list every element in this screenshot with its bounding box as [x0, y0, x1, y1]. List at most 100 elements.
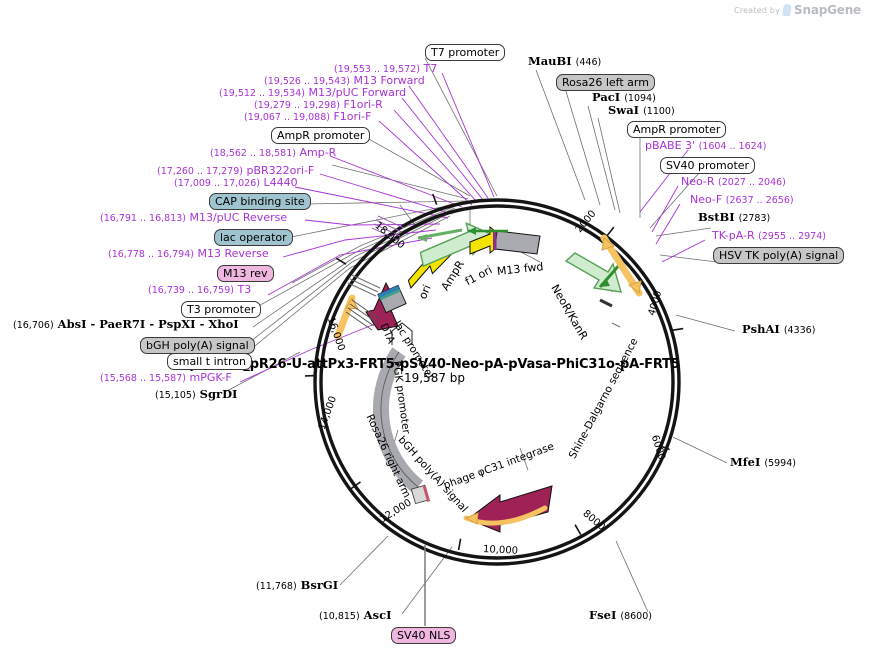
- primer-label-m13-puc-reverse[interactable]: (16,791 .. 16,813) M13/pUC Reverse: [100, 212, 287, 224]
- feature-chip-bgh-polya-signal[interactable]: bGH poly(A) signal: [140, 337, 255, 354]
- primer-range: (17,260 .. 17,279): [157, 166, 243, 177]
- feature-chip-hsv-tk-polya[interactable]: HSV TK poly(A) signal: [713, 247, 845, 264]
- primer-label-l4440[interactable]: (17,009 .. 17,026) L4440: [174, 177, 298, 189]
- tick-10000: 10,000: [482, 544, 519, 557]
- primer-name: TK-pA-R: [712, 229, 755, 242]
- feature-chip-cap-binding-site[interactable]: CAP binding site: [209, 193, 311, 210]
- primer-range: (18,562 .. 18,581): [210, 148, 296, 159]
- primer-name: pBR322ori-F: [246, 164, 315, 177]
- primer-range: (19,526 .. 19,543): [264, 76, 350, 87]
- enzyme-label-absi-paer7i-pspxi-xhoi[interactable]: (16,706) AbsI - PaeR7I - PspXI - XhoI: [13, 317, 239, 331]
- enzyme-name: MauBI: [528, 54, 572, 68]
- primer-range: (2637 .. 2656): [725, 195, 794, 206]
- feature-chip-t3-promoter[interactable]: T3 promoter: [181, 301, 262, 318]
- map-title: pBT313_pR26-U-attPx3-FRT5-pSV40-Neo-pA-p…: [189, 357, 680, 372]
- primer-range: (16,739 .. 16,759): [148, 285, 234, 296]
- primer-label-neo-r[interactable]: Neo-R (2027 .. 2046): [681, 176, 786, 188]
- primer-name: F1ori-F: [333, 110, 372, 123]
- primer-label-tk-pa-r[interactable]: TK-pA-R (2955 .. 2974): [712, 230, 826, 242]
- enzyme-label-fsei[interactable]: FseI (8600): [589, 608, 652, 622]
- map-size-bp: 19,587 bp: [403, 371, 466, 385]
- coordinate-ticks: [304, 193, 684, 551]
- primer-label-m13-forward[interactable]: (19,526 .. 19,543) M13 Forward: [264, 75, 425, 87]
- feature-chip-m13-rev[interactable]: M13 rev: [217, 265, 274, 282]
- primer-name: Neo-F: [690, 193, 723, 206]
- enzyme-label-asci[interactable]: (10,815) AscI: [319, 608, 392, 622]
- primer-range: (15,568 .. 15,587): [100, 373, 186, 384]
- enzyme-label-swai[interactable]: SwaI (1100): [608, 103, 675, 117]
- primer-name: M13/pUC Reverse: [189, 211, 288, 224]
- enzyme-label-bsrgi[interactable]: (11,768) BsrGI: [256, 578, 339, 592]
- primer-range: (16,791 .. 16,813): [100, 213, 186, 224]
- leader-lines-gray: [224, 57, 736, 626]
- primer-label-neo-f[interactable]: Neo-F (2637 .. 2656): [690, 194, 794, 206]
- feature-chip-ampr-promoter-left[interactable]: AmpR promoter: [271, 127, 371, 144]
- enzyme-name: MfeI: [730, 455, 761, 469]
- primer-range: (1604 .. 1624): [698, 141, 767, 152]
- enzyme-label-maubi[interactable]: MauBI (446): [528, 54, 602, 68]
- primer-range: (19,512 .. 19,534): [219, 88, 305, 99]
- primer-range: (19,279 .. 19,298): [254, 100, 340, 111]
- primer-label-f1ori-f[interactable]: (19,067 .. 19,088) F1ori-F: [244, 111, 371, 123]
- primer-name: Amp-R: [299, 146, 337, 159]
- primer-range: (19,553 .. 19,572): [334, 64, 420, 75]
- enzyme-position: (10,815): [319, 611, 360, 622]
- enzyme-name: AbsI - PaeR7I - PspXI - XhoI: [57, 317, 239, 331]
- primer-label-m13-puc-forward[interactable]: (19,512 .. 19,534) M13/pUC Forward: [219, 87, 406, 99]
- primer-name: T7: [423, 62, 438, 75]
- enzyme-position: (4336): [783, 325, 816, 336]
- primer-label-mpgk-f[interactable]: (15,568 .. 15,587) mPGK-F: [100, 372, 232, 384]
- watermark-created-by: Created by: [734, 5, 781, 15]
- enzyme-position: (15,105): [155, 390, 196, 401]
- enzyme-name: BsrGI: [300, 578, 339, 592]
- enzyme-name: SwaI: [608, 103, 640, 117]
- enzyme-label-sgrdi[interactable]: (15,105) SgrDI: [155, 387, 238, 401]
- enzyme-name: AscI: [363, 608, 392, 622]
- enzyme-label-mfei[interactable]: MfeI (5994): [730, 455, 796, 469]
- primer-name: M13/pUC Forward: [308, 86, 407, 99]
- feature-chip-t7-promoter[interactable]: T7 promoter: [425, 44, 506, 61]
- enzyme-label-paci[interactable]: PacI (1094): [592, 90, 656, 104]
- primer-label-pbabe-3prime[interactable]: pBABE 3' (1604 .. 1624): [645, 140, 766, 152]
- enzyme-label-bstbi[interactable]: BstBI (2783): [698, 210, 771, 224]
- enzyme-position: (446): [575, 57, 602, 68]
- feature-chip-ampr-promoter-right[interactable]: AmpR promoter: [627, 121, 727, 138]
- feature-chip-rosa26-left-arm[interactable]: Rosa26 left arm: [556, 74, 655, 91]
- feature-chip-sv40-nls[interactable]: SV40 NLS: [391, 627, 457, 644]
- primer-range: (19,067 .. 19,088): [244, 112, 330, 123]
- enzyme-position: (2783): [738, 213, 771, 224]
- feature-chip-lac-operator[interactable]: lac operator: [214, 229, 293, 246]
- watermark-brand: SnapGene: [794, 3, 861, 17]
- primer-range: (2027 .. 2046): [718, 177, 786, 188]
- primer-label-amp-r[interactable]: (18,562 .. 18,581) Amp-R: [210, 147, 336, 159]
- primer-name: Neo-R: [681, 175, 715, 188]
- feature-chip-small-t-intron[interactable]: small t intron: [167, 353, 252, 370]
- leader-lines-primer: [239, 72, 706, 383]
- primer-name: M13 Reverse: [197, 247, 269, 260]
- enzyme-name: SgrDI: [199, 387, 238, 401]
- enzyme-name: BstBI: [698, 210, 735, 224]
- primer-label-t7[interactable]: (19,553 .. 19,572) T7: [334, 63, 437, 75]
- primer-label-pbr322ori-f[interactable]: (17,260 .. 17,279) pBR322ori-F: [157, 165, 314, 177]
- primer-range: (17,009 .. 17,026): [174, 178, 260, 189]
- primer-range: (2955 .. 2974): [758, 231, 826, 242]
- feature-arrows: [334, 215, 643, 626]
- primer-label-m13-reverse[interactable]: (16,778 .. 16,794) M13 Reverse: [108, 248, 269, 260]
- enzyme-position: (8600): [620, 611, 652, 622]
- enzyme-position: (1100): [643, 106, 675, 117]
- enzyme-name: PshAI: [742, 322, 780, 336]
- primer-name: L4440: [263, 176, 298, 189]
- enzyme-position: (11,768): [256, 581, 297, 592]
- primer-label-f1ori-r[interactable]: (19,279 .. 19,298) F1ori-R: [254, 99, 383, 111]
- enzyme-name: PacI: [592, 90, 621, 104]
- snapgene-watermark: Created by SnapGene: [734, 3, 861, 17]
- enzyme-label-pshai[interactable]: PshAI (4336): [742, 322, 816, 336]
- primer-label-t3[interactable]: (16,739 .. 16,759) T3: [148, 284, 251, 296]
- primer-name: mPGK-F: [189, 371, 232, 384]
- primer-name: T3: [237, 283, 252, 296]
- enzyme-name: FseI: [589, 608, 617, 622]
- feature-chip-sv40-promoter[interactable]: SV40 promoter: [660, 157, 756, 174]
- enzyme-position: (16,706): [13, 320, 54, 331]
